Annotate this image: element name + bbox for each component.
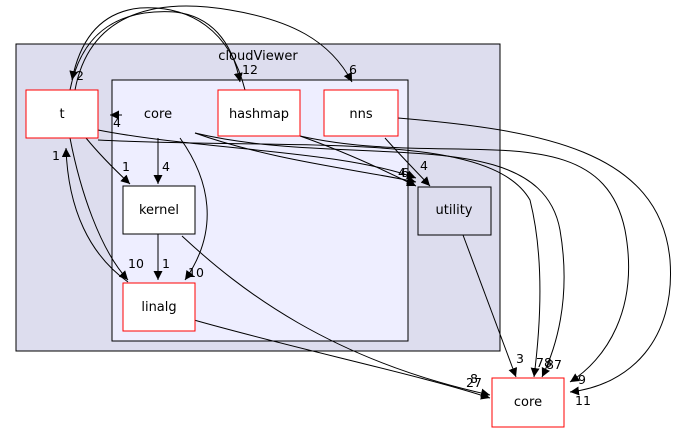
- node-core-external-label: core: [514, 395, 542, 410]
- edge-label: 1: [162, 256, 170, 271]
- node-utility[interactable]: [417, 186, 492, 236]
- edge-label: 2: [76, 68, 84, 83]
- edge-label: 1: [122, 159, 130, 174]
- edge-label: 4: [113, 115, 121, 130]
- edge-t-to-nns: [74, 5, 353, 91]
- edge-label: 4: [398, 165, 406, 180]
- edge-core-to-utility: [194, 132, 417, 185]
- node-kernel[interactable]: [122, 185, 196, 235]
- edge-label: 1: [52, 148, 60, 163]
- edge-hashmap-to-utility: [299, 135, 417, 187]
- node-linalg-label: linalg: [141, 300, 176, 315]
- edge-label: 12: [242, 62, 258, 77]
- edge-hashmap-to-t: [69, 7, 246, 91]
- node-core-external[interactable]: [491, 377, 565, 428]
- edge-t-to-kernel: [85, 137, 131, 185]
- edge-utility-to-core: [462, 234, 518, 378]
- edge-linalg-to-core: [193, 319, 491, 400]
- edge-nns-to-utility: [384, 137, 431, 187]
- edge-t-to-hashmap: [69, 11, 243, 91]
- edge-nns-to-core: [397, 117, 672, 396]
- edge-label: 8: [470, 371, 478, 386]
- node-hashmap-label: hashmap: [229, 107, 289, 122]
- edge-label: 4: [420, 158, 428, 173]
- edge-t-to-linalg: [69, 137, 129, 281]
- edge-kernel-to-core: [181, 235, 491, 398]
- edge-label: 10: [188, 265, 204, 280]
- edge-label: 6: [349, 62, 357, 77]
- edge-label: 4: [162, 159, 170, 174]
- cluster-core-label: core: [144, 107, 172, 122]
- node-linalg[interactable]: [122, 282, 196, 332]
- cluster-cloudviewer-label: cloudViewer: [218, 49, 298, 64]
- edge-linalg-to-t: [61, 147, 129, 283]
- edge-hashmap-to-core: [299, 135, 630, 383]
- edge-label: 87: [546, 357, 562, 372]
- node-kernel-label: kernel: [139, 203, 179, 218]
- edge-label: 6: [401, 165, 409, 180]
- node-nns[interactable]: [323, 89, 399, 137]
- node-nns-label: nns: [349, 107, 372, 122]
- edge-label: 27: [466, 375, 482, 390]
- edge-core-to-core: [194, 132, 565, 378]
- node-utility-label: utility: [436, 203, 473, 218]
- edge-t-to-core: [97, 139, 541, 378]
- edge-label: 11: [575, 393, 591, 408]
- edge-label: 9: [578, 372, 586, 387]
- node-hashmap[interactable]: [217, 89, 301, 137]
- edge-t-to-utility: [97, 129, 417, 180]
- edge-label: 10: [128, 256, 144, 271]
- node-t[interactable]: [25, 89, 99, 139]
- edge-label: 3: [516, 351, 524, 366]
- node-t-label: t: [59, 107, 64, 122]
- edge-label: 78: [536, 355, 552, 370]
- edge-core-to-linalg: [179, 137, 208, 281]
